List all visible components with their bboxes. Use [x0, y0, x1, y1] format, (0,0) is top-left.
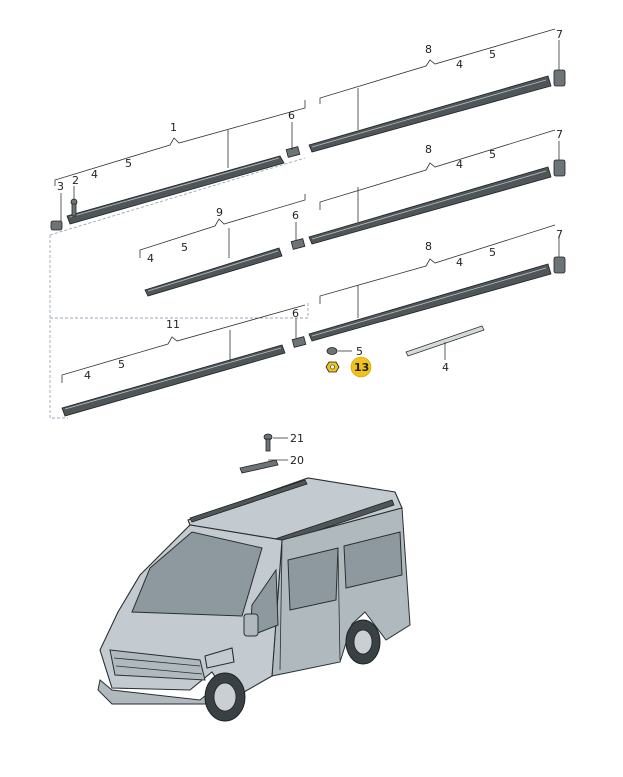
callout-2: 2 [72, 174, 79, 187]
callout-4-top-left: 4 [91, 168, 98, 181]
callout-4-top-right: 4 [456, 58, 463, 71]
callout-4-bottom-right: 4 [456, 256, 463, 269]
end-cap-7-bottom [553, 256, 566, 274]
callout-7-top: 7 [556, 28, 563, 41]
van-illustration [97, 477, 411, 722]
callout-13: 13 [354, 361, 369, 374]
callout-6-middle: 6 [292, 209, 299, 222]
side-mirror [243, 613, 259, 637]
callout-7-bottom: 7 [556, 228, 563, 241]
side-window-middle [287, 547, 339, 611]
seal-strip-4 [405, 325, 485, 357]
callout-13-highlight [350, 356, 372, 378]
roof-rail-left-bottom [61, 344, 286, 417]
roof-rail-right-top [308, 75, 552, 153]
bracket-6-bottom [291, 336, 307, 348]
callout-21: 21 [290, 432, 304, 445]
end-cap-7-middle [553, 159, 566, 177]
end-cap-7-top [553, 69, 566, 87]
callout-8-middle: 8 [425, 143, 432, 156]
callout-5-middle-right: 5 [489, 148, 496, 161]
front-wheel [204, 672, 246, 722]
spacer-20 [239, 459, 279, 474]
windshield [131, 531, 263, 617]
callout-3: 3 [57, 180, 64, 193]
callout-1: 1 [170, 121, 177, 134]
rail-group-outline [49, 157, 309, 419]
callout-5-middle-left: 5 [181, 241, 188, 254]
screw-21 [263, 433, 273, 452]
roof-rail-left-middle [144, 247, 283, 297]
callout-5-washer: 5 [356, 345, 363, 358]
washer-5 [326, 347, 338, 355]
nut-13 [325, 361, 340, 373]
clip-3 [50, 220, 63, 231]
callout-8-bottom: 8 [425, 240, 432, 253]
rear-wheel [345, 619, 381, 665]
callout-5-top-left: 5 [125, 157, 132, 170]
callout-6-top: 6 [288, 109, 295, 122]
callout-5-bottom-right: 5 [489, 246, 496, 259]
callout-4-bottom-left: 4 [84, 369, 91, 382]
callout-9: 9 [216, 206, 223, 219]
callout-4-seal-strip: 4 [442, 361, 449, 374]
callout-7-middle: 7 [556, 128, 563, 141]
callout-5-bottom-left: 5 [118, 358, 125, 371]
callout-4-middle-right: 4 [456, 158, 463, 171]
bracket-6-top [285, 146, 301, 158]
roof-rail-left-front [66, 155, 285, 225]
callout-11: 11 [166, 318, 180, 331]
roof-rail-right-middle [308, 166, 552, 245]
callout-20: 20 [290, 454, 304, 467]
roof-rail-right-bottom [308, 263, 552, 342]
grille [109, 649, 206, 681]
callout-5-top-right: 5 [489, 48, 496, 61]
callout-4-middle-left: 4 [147, 252, 154, 265]
side-window-rear [343, 531, 403, 589]
callout-6-bottom: 6 [292, 307, 299, 320]
bracket-6-middle [290, 238, 306, 250]
callout-8-top: 8 [425, 43, 432, 56]
screw-2 [70, 198, 78, 217]
